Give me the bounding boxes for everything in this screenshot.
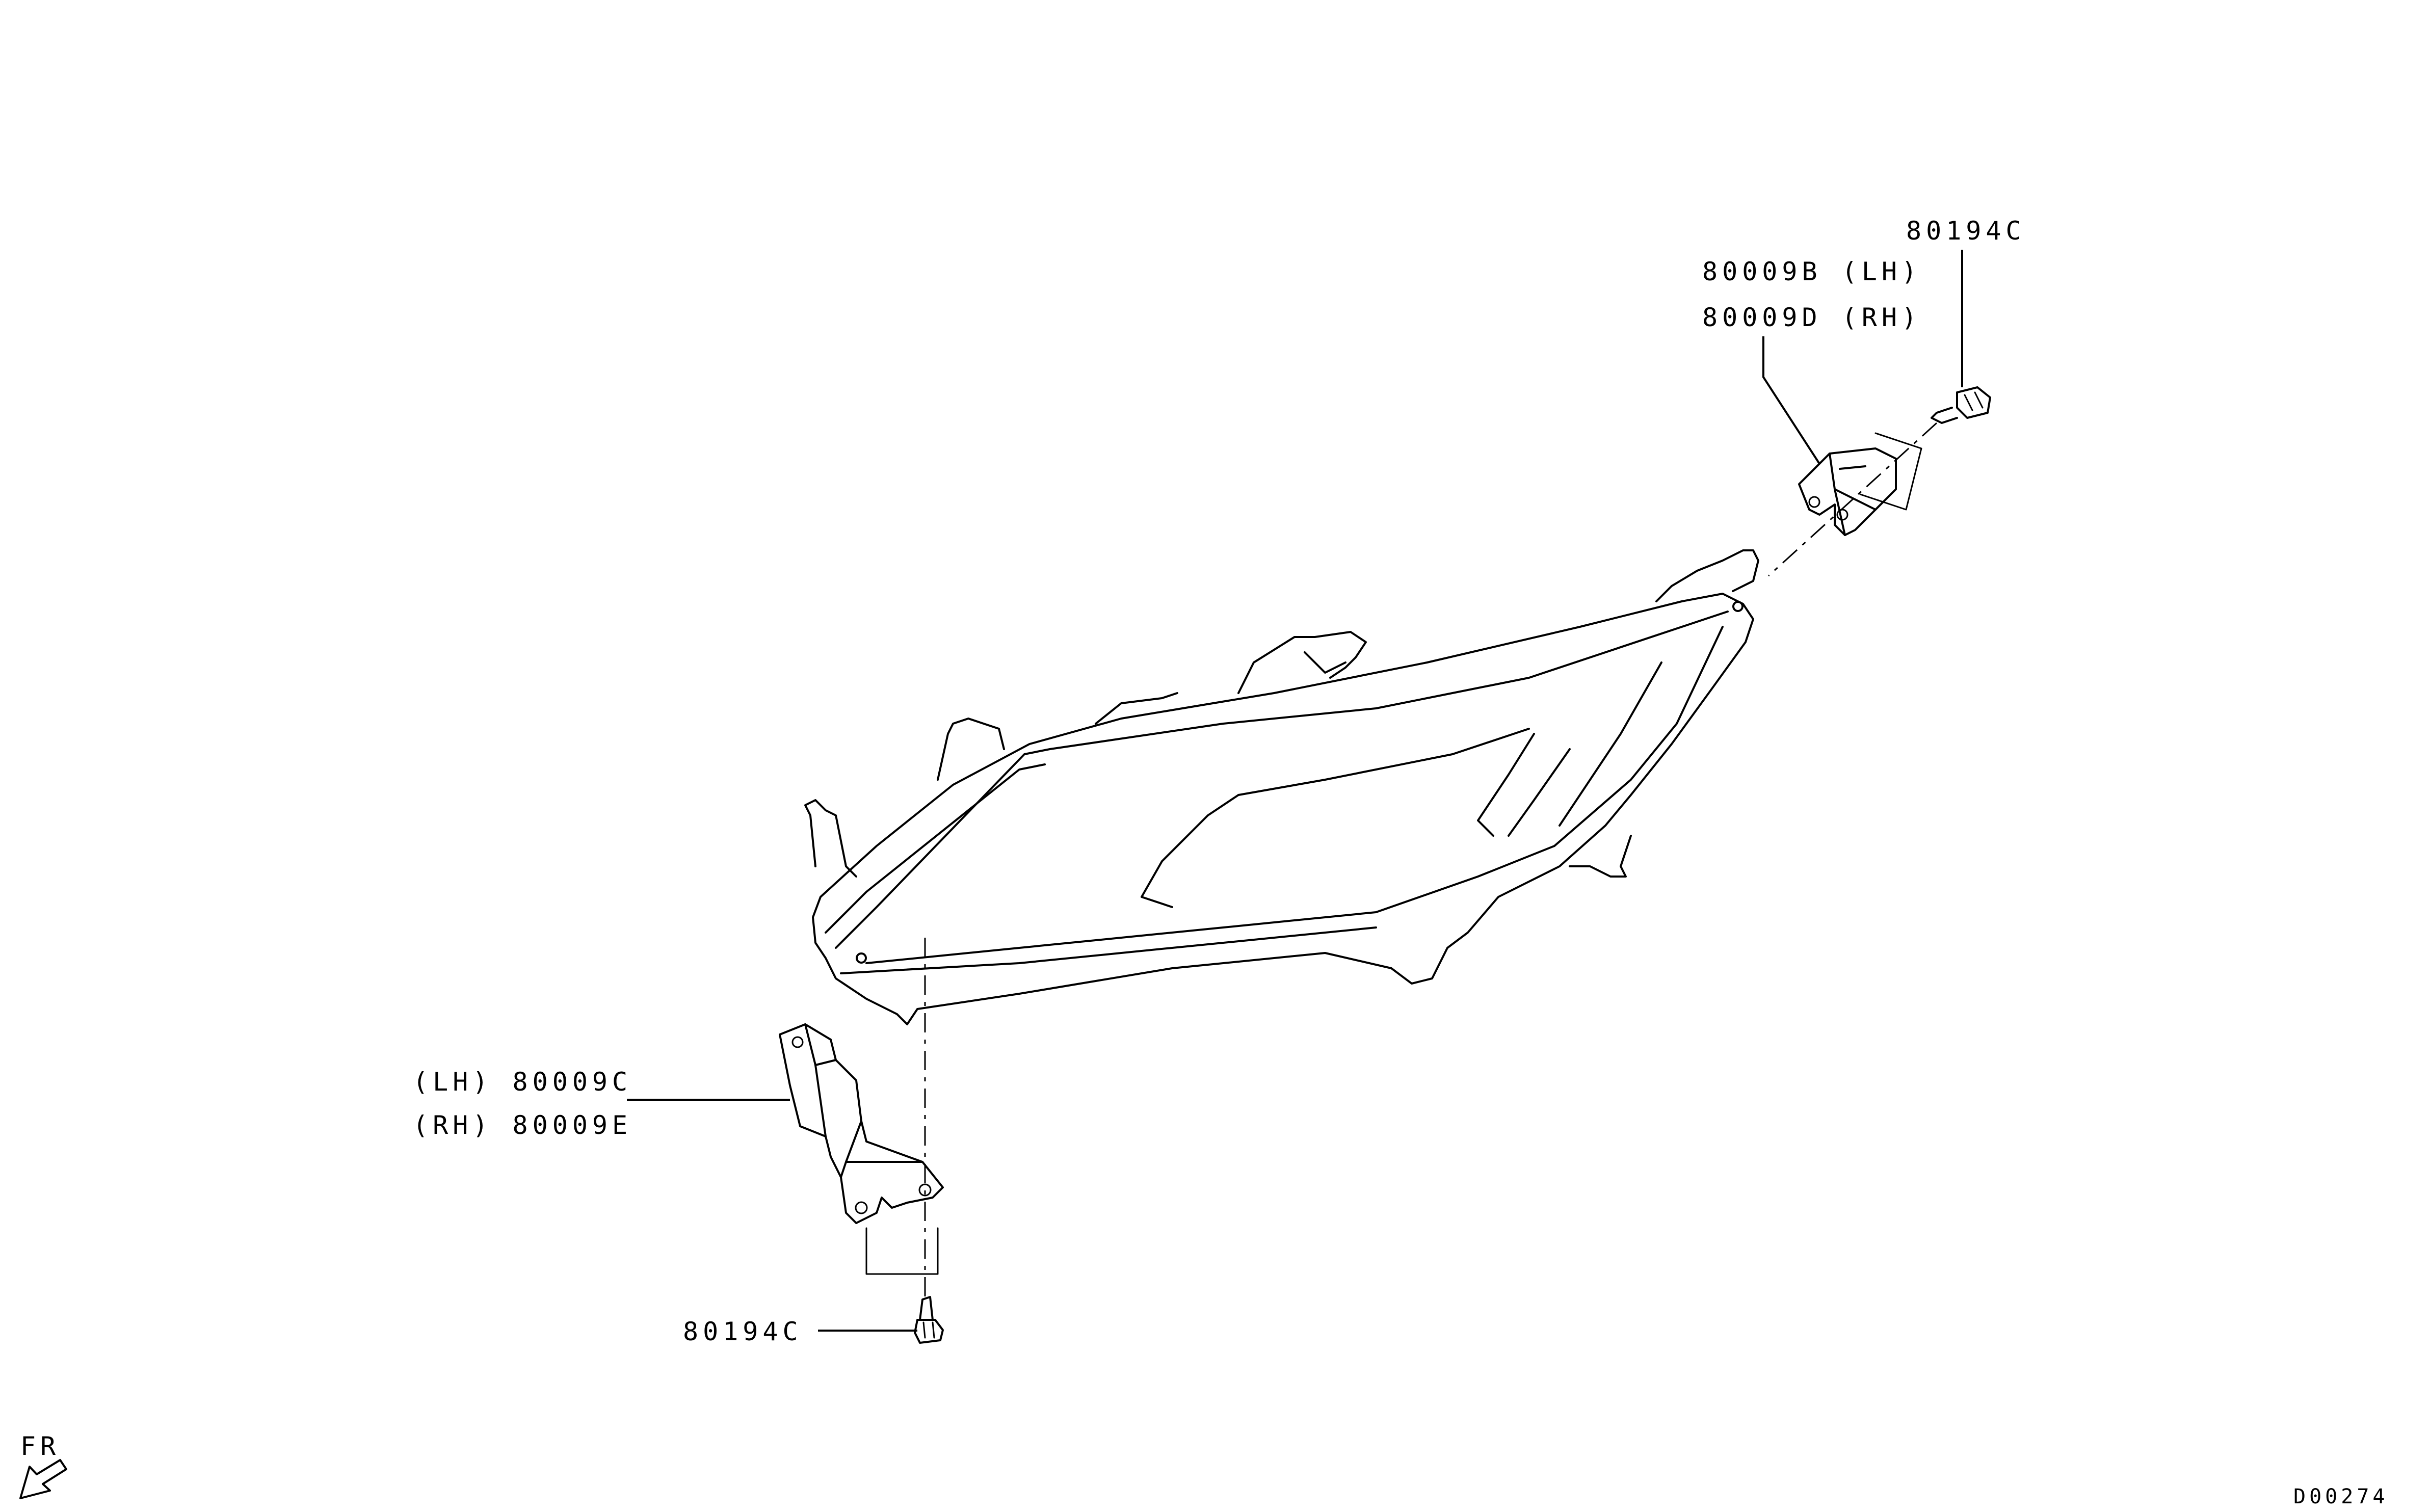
lower-bracket xyxy=(779,1023,944,1275)
upper-bolt xyxy=(1931,386,1991,424)
front-label: FR xyxy=(20,1431,60,1461)
callout-upper-bracket-lh: 80009B (LH) xyxy=(1702,257,1921,286)
upper-bolt-axis xyxy=(1767,422,1938,577)
callout-upper-bolt: 80194C xyxy=(1906,216,2026,246)
leader-upper-bracket xyxy=(1762,336,1820,465)
front-arrow-icon xyxy=(19,1459,67,1499)
drawing-code: D00274 xyxy=(2293,1485,2389,1508)
callout-lower-bolt: 80194C xyxy=(683,1317,803,1346)
callout-lower-bracket-lh: (LH) 80009C xyxy=(413,1067,632,1097)
front-direction-indicator: FR xyxy=(19,1431,67,1499)
headlamp-assembly xyxy=(804,549,1759,1025)
callout-upper-bracket-rh: 80009D (RH) xyxy=(1702,303,1921,332)
callout-lower-bracket-rh: (RH) 80009E xyxy=(413,1110,632,1140)
lower-bolt xyxy=(914,1296,944,1344)
upper-bracket xyxy=(1798,432,1922,536)
